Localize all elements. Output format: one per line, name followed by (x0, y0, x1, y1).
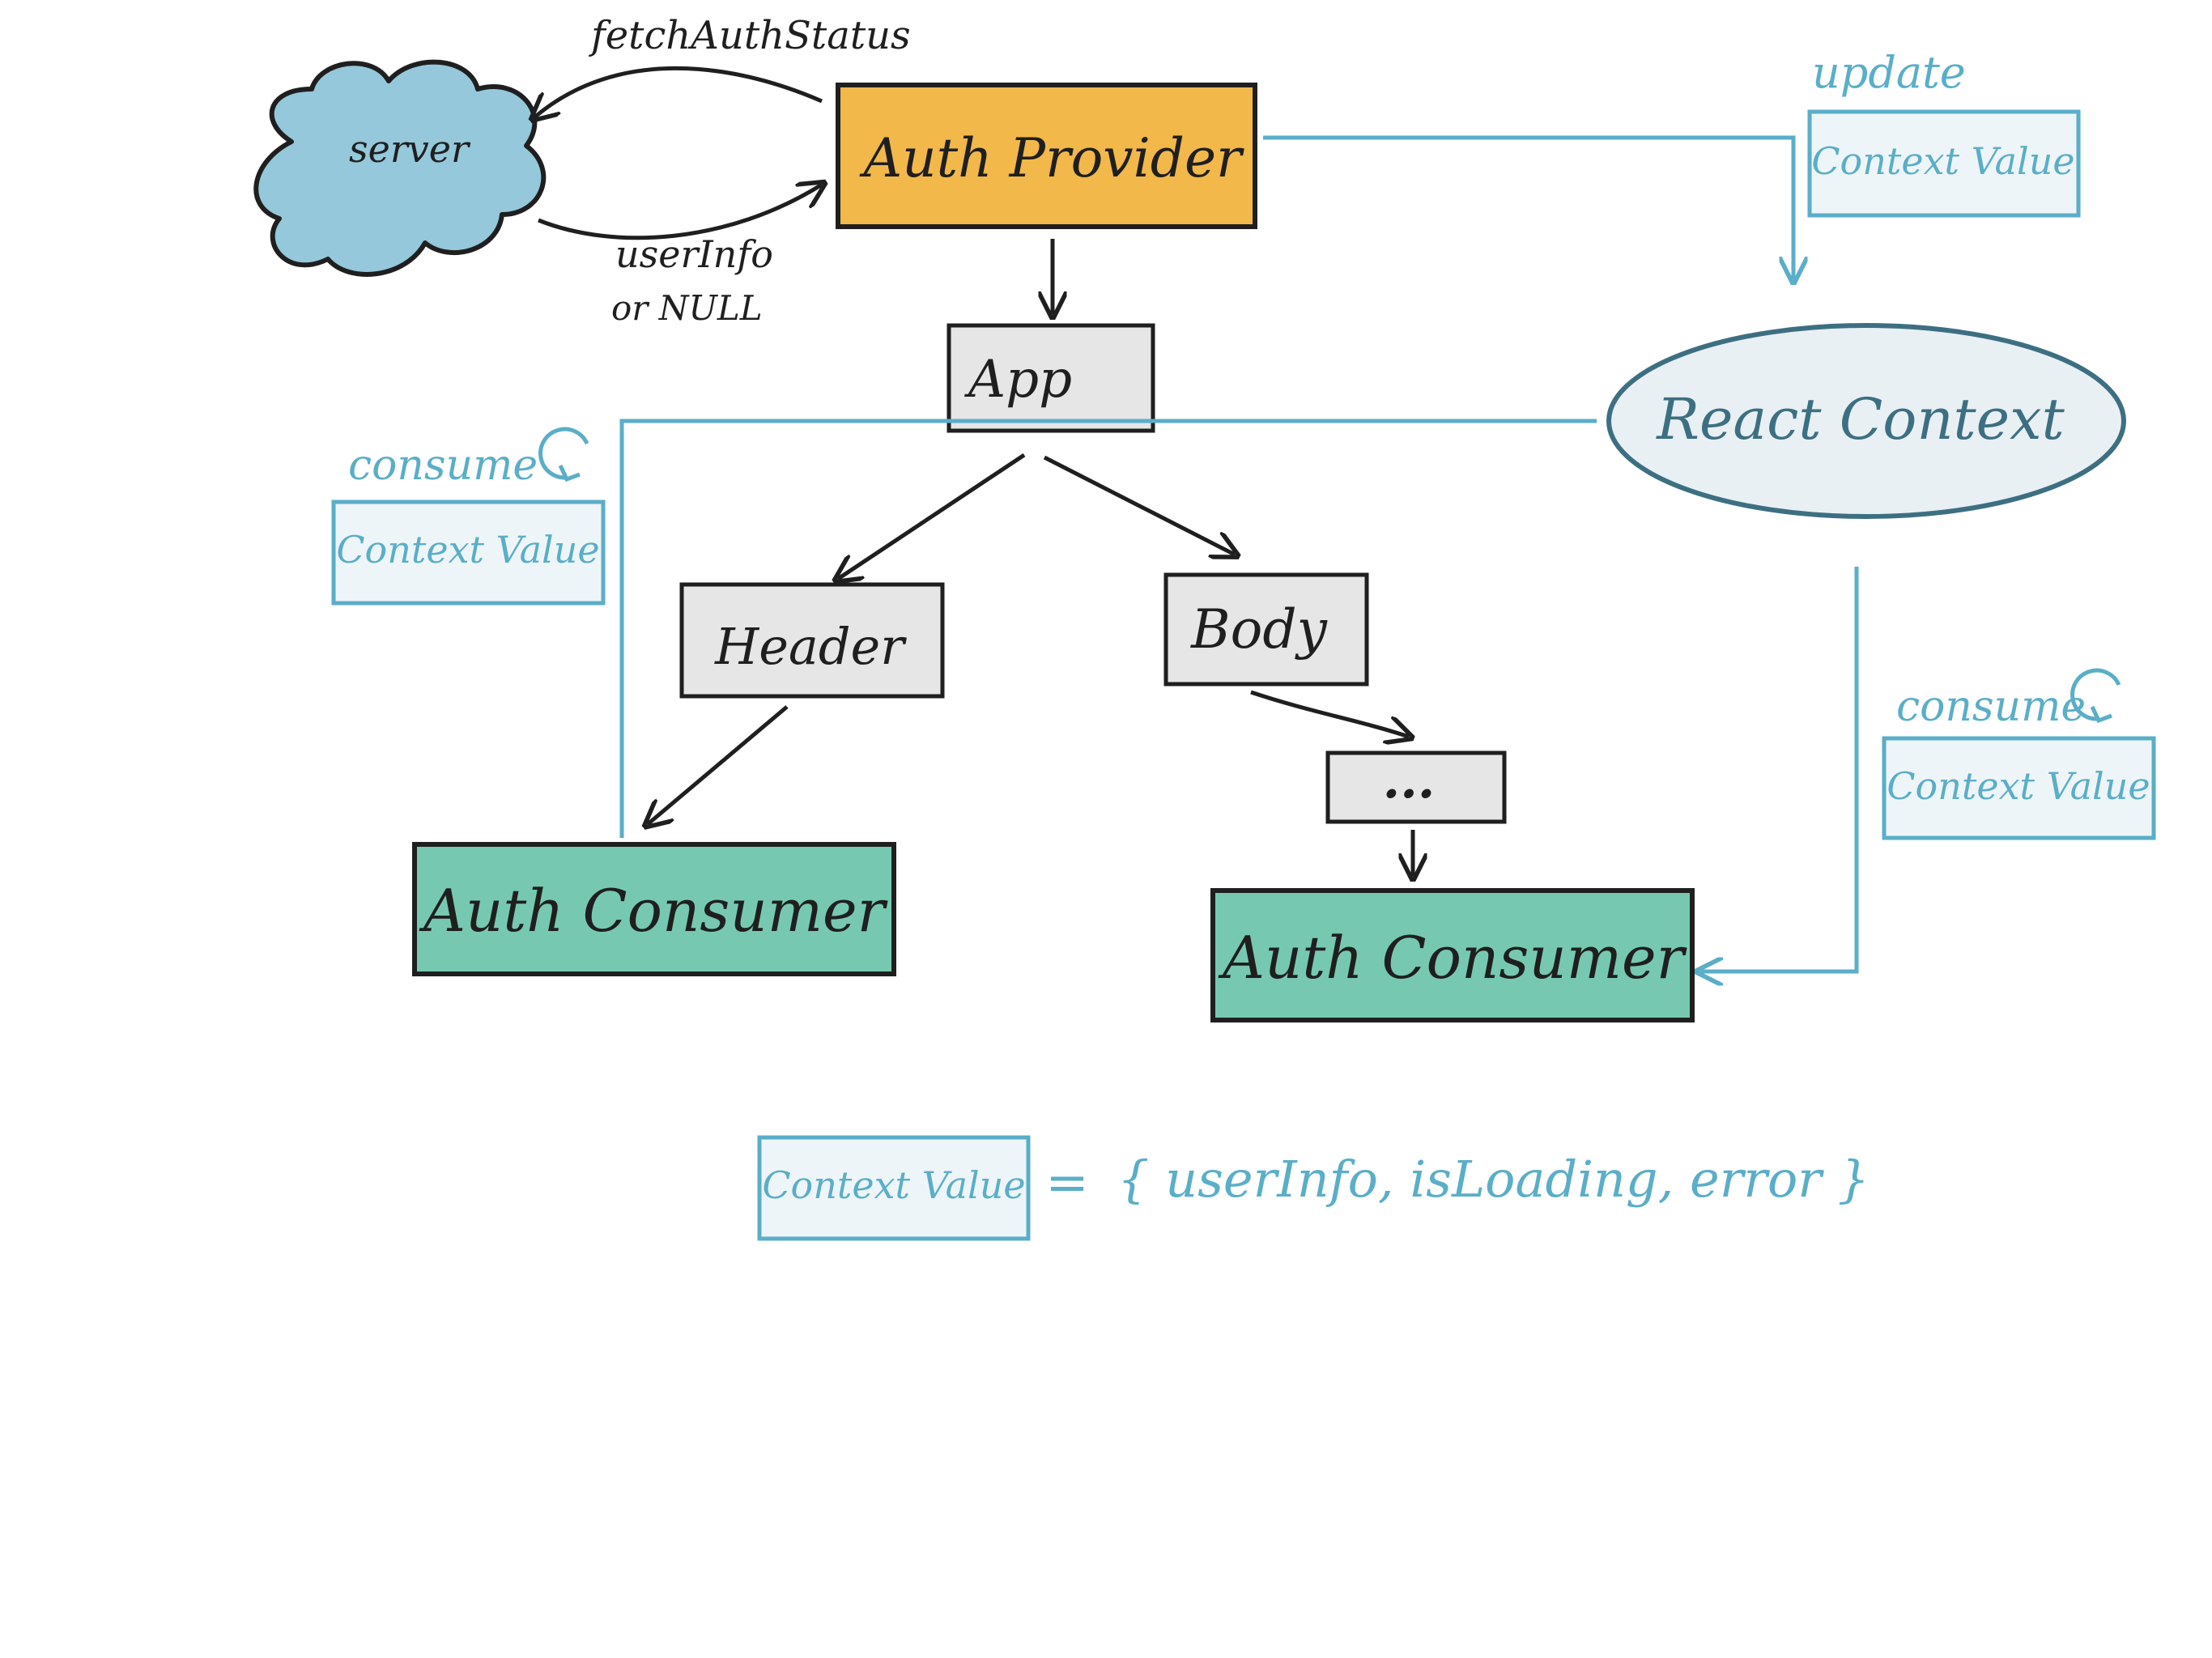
consume-right-flow-line (1700, 567, 1859, 971)
update-label: update (1812, 47, 1966, 98)
react-context-node: React Context (1606, 323, 2126, 519)
legend: Context Value = { userInfo, isLoading, e… (757, 1135, 1870, 1241)
fetch-arrow (534, 66, 823, 117)
legend-context-value-box (757, 1135, 1031, 1241)
app-node: App (946, 323, 1155, 433)
header-node: Header (679, 582, 945, 699)
consume-right-label: consume (1896, 682, 2086, 731)
consume-right-context-value-box: Context Value (1882, 736, 2156, 840)
react-context-label: React Context (1655, 386, 2065, 453)
consume-right-context-value-label: Context Value (1887, 764, 2150, 808)
auth-provider-label: Auth Provider (858, 127, 1244, 189)
response-label-line1: userInfo (615, 232, 773, 276)
refresh-icon (2070, 668, 2121, 724)
update-context-value-box: Context Value (1807, 109, 2081, 218)
server-cloud: server (253, 59, 547, 277)
legend-definition: { userInfo, isLoading, error } (1117, 1150, 1870, 1209)
refresh-icon (538, 427, 589, 483)
auth-consumer-left-label: Auth Consumer (419, 877, 888, 945)
update-flow-line (1263, 135, 1793, 279)
app-label: App (964, 350, 1072, 410)
body-label: Body (1190, 598, 1327, 661)
server-label: server (349, 127, 471, 171)
legend-context-value-label: Context Value (762, 1163, 1025, 1207)
fetch-label: fetchAuthStatus (589, 13, 911, 58)
app-to-body-arrow (1043, 455, 1235, 555)
body-node: Body (1163, 572, 1369, 687)
ellipsis-node: ... (1325, 750, 1507, 824)
auth-consumer-right-label: Auth Consumer (1218, 924, 1687, 992)
response-arrow (538, 185, 822, 240)
cloud-shape (253, 59, 547, 277)
auth-consumer-left-node: Auth Consumer (412, 842, 896, 976)
consume-left-context-value-box: Context Value (331, 500, 606, 606)
consume-left-label: consume (348, 441, 538, 490)
app-to-header-arrow (838, 453, 1026, 579)
consume-left-context-value-label: Context Value (336, 528, 599, 572)
consume-left-flow-line (619, 419, 1597, 838)
header-to-consumer-arrow (648, 705, 789, 824)
response-label-line2: or NULL (611, 288, 763, 328)
legend-equals: = (1045, 1153, 1089, 1213)
header-label: Header (714, 617, 907, 676)
ellipsis-label: ... (1383, 750, 1436, 810)
body-to-ellipsis-arrow (1250, 690, 1409, 737)
auth-provider-node: Auth Provider (836, 83, 1257, 229)
update-context-value-label: Context Value (1811, 139, 2074, 183)
auth-consumer-right-node: Auth Consumer (1210, 888, 1695, 1022)
